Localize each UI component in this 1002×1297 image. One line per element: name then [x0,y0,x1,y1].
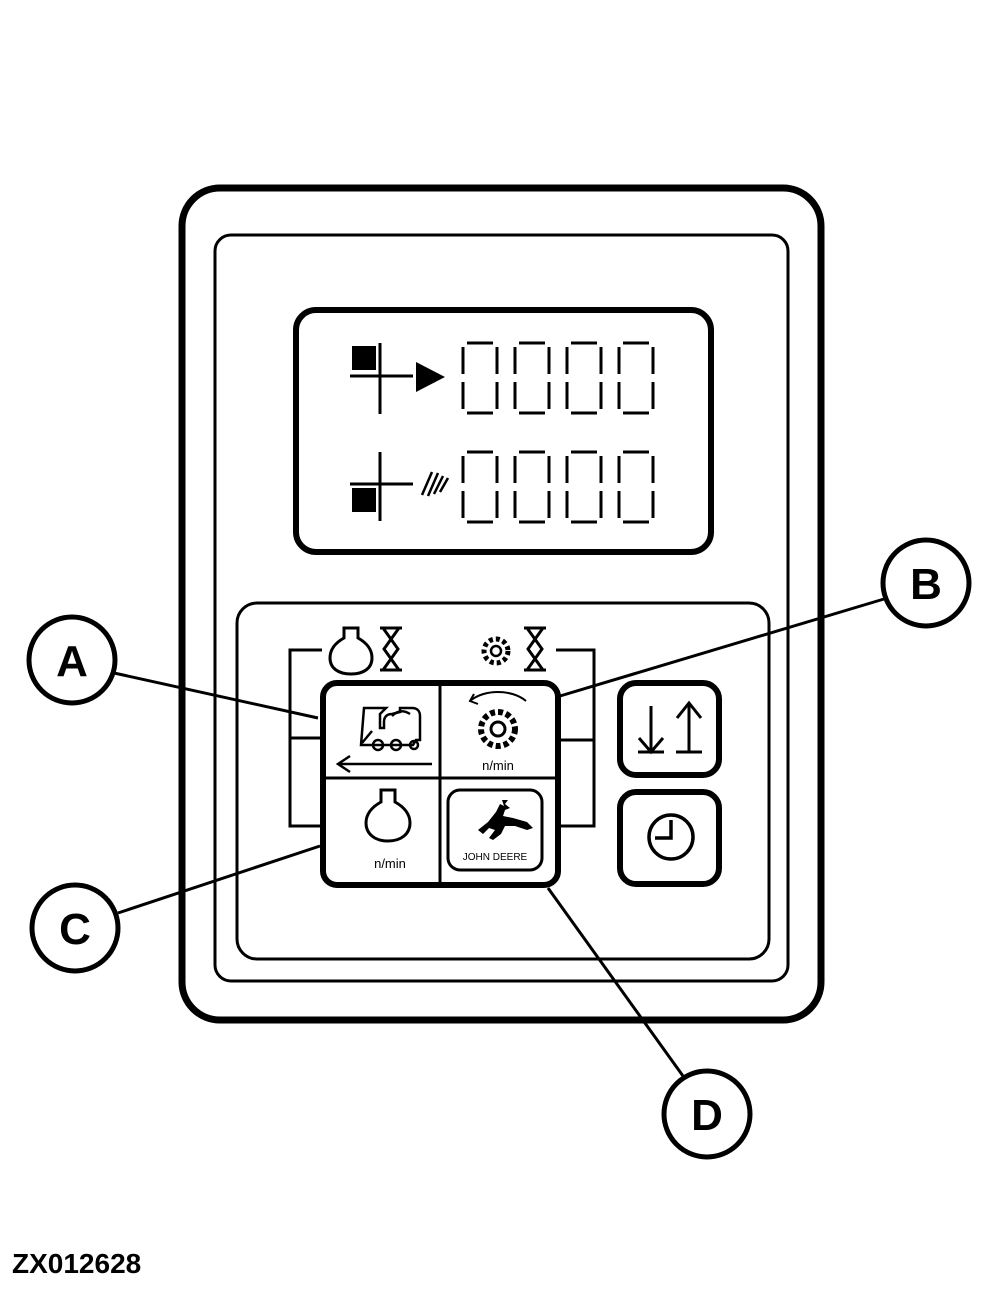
lcd-display [293,307,714,555]
deer-logo-icon [478,800,533,840]
callout-a: A [26,614,118,706]
svg-text:B: B [910,560,942,609]
figure-id: ZX012628 [12,1248,142,1279]
engine-icon [364,788,412,843]
svg-text:A: A [56,637,88,686]
bottom-row-icon [350,452,450,521]
john-deere-logo-text: JOHN DEERE [463,852,528,863]
combine-icon [359,706,422,752]
engine-speed-key[interactable]: n/min [326,780,438,882]
engine-hours-indicator-icon [328,626,402,676]
up-down-button[interactable] [617,680,722,778]
ground-speed-key[interactable] [326,686,438,776]
monitor-housing [178,184,825,1024]
down-up-arrows-icon [637,700,703,755]
clock-button[interactable] [617,789,722,887]
top-row-icon [350,343,445,414]
engine-speed-unit: n/min [374,856,406,871]
rotation-arrow-icon [469,691,527,702]
john-deere-key[interactable]: JOHN DEERE [442,780,555,882]
svg-text:D: D [691,1091,723,1140]
top-row-digits [461,341,655,415]
drum-hours-indicator-icon [481,626,546,672]
drum-speed-unit: n/min [482,758,514,773]
callout-d: D [661,1068,753,1160]
clock-icon [647,813,695,861]
monitor-face [213,233,790,983]
control-panel [235,601,771,961]
john-deere-badge [446,788,544,872]
keypad-brackets [288,648,596,828]
svg-text:C: C [59,905,91,954]
callout-leaders [113,597,885,1077]
callout-b: B [880,537,972,629]
callout-c: C [29,882,121,974]
bottom-row-digits [461,450,655,524]
keypad: n/min n/min JOHN DEERE [320,680,561,888]
drum-speed-key[interactable]: n/min [442,686,555,776]
left-arrow-icon [335,754,432,774]
drum-icon [478,709,518,749]
